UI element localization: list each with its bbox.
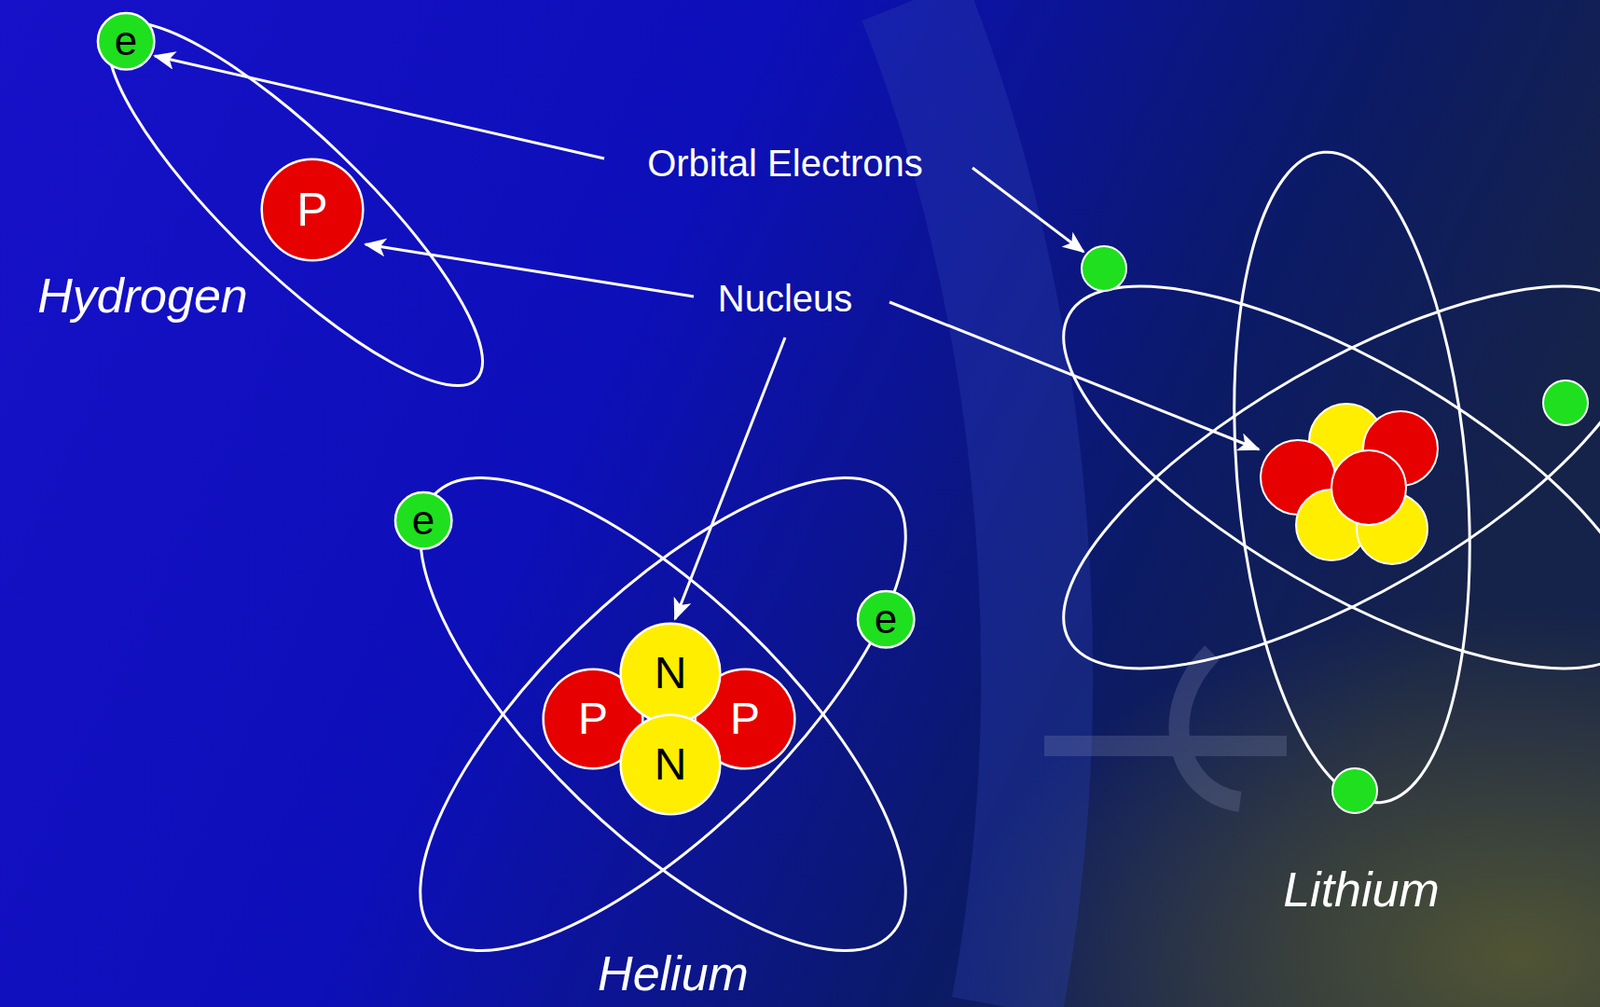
leader-arrow [154, 55, 605, 159]
circle-shape [262, 159, 364, 262]
circle-shape [97, 13, 154, 69]
leader-lines [154, 55, 1259, 620]
circle-shape [857, 591, 914, 648]
orbit [1209, 142, 1495, 814]
lithium-nucleus [1260, 403, 1438, 565]
particle-letter: P [730, 696, 760, 742]
proton [1331, 450, 1407, 525]
electron-circle: e [394, 491, 453, 550]
particle-letter: N [654, 650, 688, 696]
circle-shape [620, 623, 721, 724]
electron [1543, 380, 1588, 426]
proton-circle: P [260, 157, 365, 263]
leader-arrow [675, 337, 786, 620]
electron-circle: e [96, 12, 155, 70]
particle-letter: e [412, 499, 435, 541]
callout-label: Nucleus [717, 277, 854, 319]
orbit [1011, 214, 1600, 740]
leader-arrow [365, 244, 694, 297]
particle-letter: e [114, 20, 138, 62]
element-name: Helium [597, 948, 749, 1002]
electron [1332, 768, 1378, 814]
orbit [1011, 214, 1600, 740]
leader-arrow [972, 167, 1084, 252]
orbit [352, 408, 975, 1007]
particle-letter: N [654, 742, 688, 787]
particle-letter: P [578, 696, 608, 742]
leader-arrow [889, 302, 1259, 450]
circle-shape [395, 492, 452, 549]
particle-letter: P [296, 186, 328, 234]
element-name: Lithium [1282, 863, 1440, 917]
electron-circle: e [856, 590, 915, 649]
neutron-circle: N [619, 713, 722, 816]
element-name: Hydrogen [37, 269, 248, 323]
callout-label: Orbital Electrons [647, 142, 924, 184]
orbit [352, 408, 975, 1007]
particle-letter: e [874, 598, 897, 640]
electron [1081, 246, 1127, 291]
orbit [68, 0, 524, 428]
circle-shape [620, 715, 721, 815]
neutron-circle: N [619, 621, 722, 725]
background-streak [913, 0, 1037, 1007]
background-shape [1044, 652, 1287, 802]
lithium-electrons [1081, 246, 1588, 814]
